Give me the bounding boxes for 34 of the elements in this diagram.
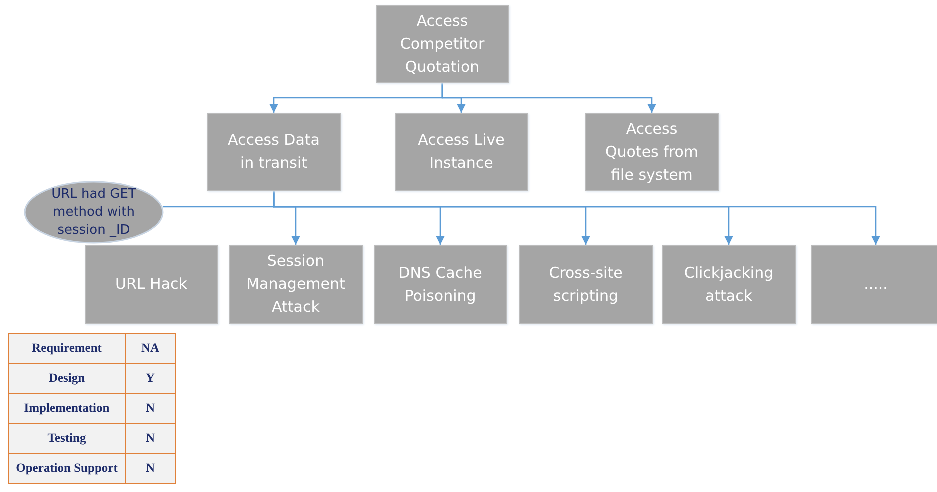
- process-box: [85, 245, 218, 324]
- process-box: [811, 245, 937, 324]
- table-cell: N: [126, 424, 176, 454]
- process-box: [395, 113, 528, 191]
- table-cell: Testing: [8, 424, 126, 454]
- table-cell: N: [126, 394, 176, 424]
- connector-arrow: [273, 191, 880, 245]
- node-label: Cross-site scripting: [548, 262, 624, 306]
- node-label: .....: [863, 274, 889, 295]
- node-label: Clickjacking attack: [683, 262, 775, 306]
- table-cell: Implementation: [8, 394, 126, 424]
- table-cell: NA: [126, 334, 176, 364]
- process-box: [374, 245, 507, 324]
- node-label: Access Live Instance: [417, 130, 506, 174]
- process-box: [519, 245, 653, 324]
- process-box: [662, 245, 796, 324]
- table-cell: Requirement: [8, 334, 126, 364]
- node-label: Access Competitor Quotation: [399, 10, 486, 78]
- node-label: DNS Cache Poisoning: [398, 262, 484, 306]
- table-cell: N: [126, 454, 176, 484]
- process-box: [207, 113, 341, 191]
- table-cell: Y: [126, 364, 176, 394]
- node-label: URL Hack: [114, 274, 188, 295]
- connector-arrow: [442, 83, 656, 113]
- note-ellipse: [24, 181, 164, 244]
- process-box: [229, 245, 363, 324]
- node-label: URL had GET method with session _ID: [50, 186, 138, 240]
- table-cell: Design: [8, 364, 126, 394]
- process-box: [376, 5, 509, 83]
- node-label: Access Data in transit: [227, 130, 321, 174]
- process-box: [585, 113, 719, 191]
- node-label: Access Quotes from file system: [604, 118, 700, 186]
- table-cell: Operation Support: [8, 454, 126, 484]
- node-label: Session Management Attack: [246, 251, 346, 318]
